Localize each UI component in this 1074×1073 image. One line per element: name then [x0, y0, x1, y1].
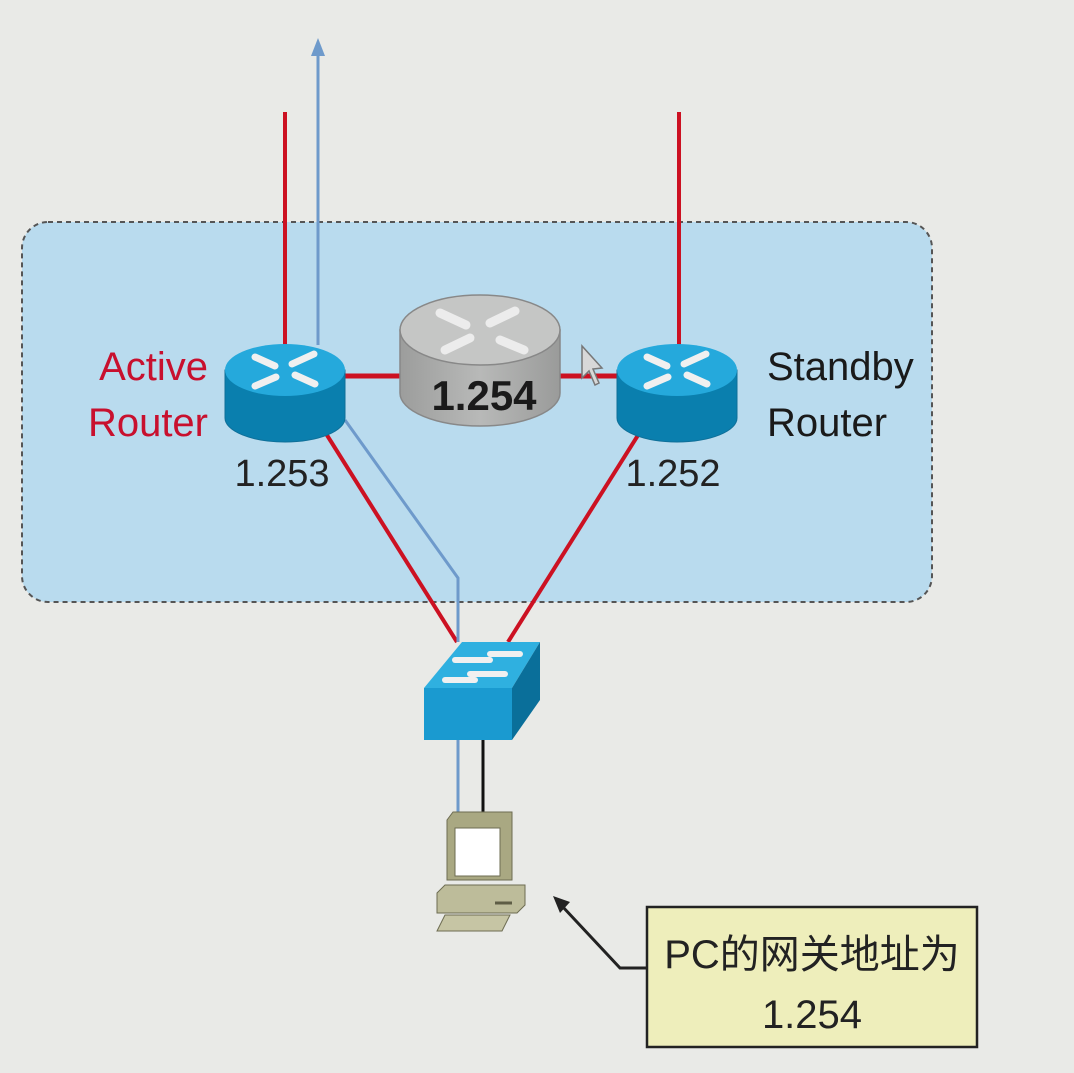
standby-router-address: 1.252	[625, 453, 720, 495]
traffic-path-up	[343, 419, 460, 642]
standby-router-label-line1: Standby	[767, 345, 914, 389]
virtual-router-icon[interactable]: 1.254	[399, 294, 561, 427]
active-router-label-line2: Router	[88, 401, 208, 445]
note-box	[645, 905, 979, 1049]
standby-router-icon[interactable]	[616, 344, 738, 443]
links	[283, 38, 681, 815]
standby-switch-link	[506, 430, 642, 644]
active-router-label-line1: Active	[99, 345, 208, 389]
callout-pointer	[560, 904, 647, 970]
switch-icon[interactable]	[424, 642, 540, 740]
arrow-up-icon	[311, 38, 325, 56]
arrow-icon	[553, 896, 570, 913]
pc-icon[interactable]	[436, 811, 526, 932]
active-router-address: 1.253	[234, 453, 329, 495]
note-line1: PC的网关地址为	[664, 933, 960, 977]
note-line2: 1.254	[762, 993, 862, 1037]
standby-router-label-line2: Router	[767, 401, 887, 445]
active-switch-link	[323, 430, 459, 644]
mouse-cursor-icon	[581, 344, 604, 387]
active-router-icon[interactable]	[224, 344, 346, 443]
virtual-router-address: 1.254	[431, 372, 537, 419]
